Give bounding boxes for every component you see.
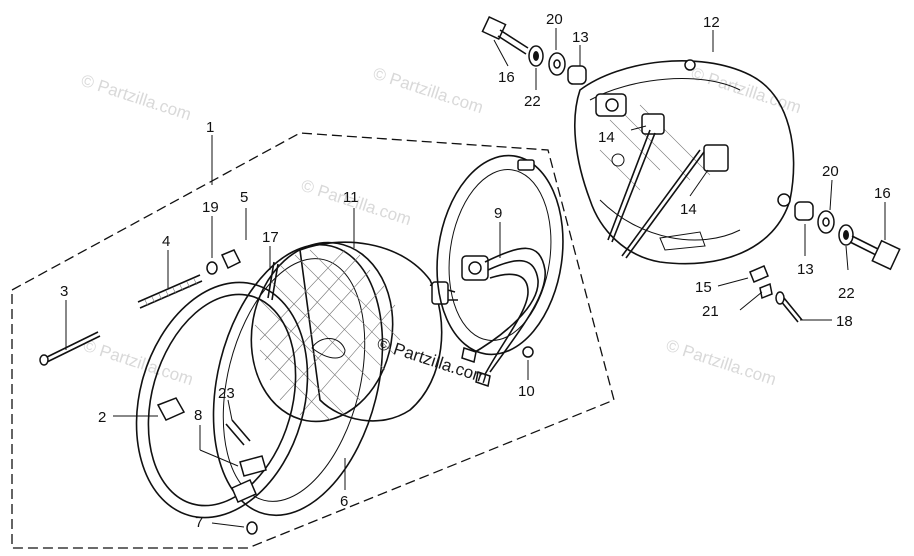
callout-10: 10 [518, 383, 535, 400]
rim-ring-6 [212, 243, 384, 517]
watermark: © Partzilla.com [664, 336, 779, 389]
callout-23: 23 [218, 385, 235, 402]
mounting-ring-9 [436, 154, 564, 358]
callout-18: 18 [836, 313, 853, 330]
callout-17: 17 [262, 229, 279, 246]
watermark: © Partzilla.com [371, 64, 486, 117]
watermark: © Partzilla.com [79, 71, 194, 124]
callout-14-lower: 14 [680, 201, 697, 218]
callout-22-upper: 22 [524, 93, 541, 110]
callout-16-upper: 16 [498, 69, 515, 86]
headlight-case [574, 59, 795, 265]
small-parts-right [749, 265, 803, 323]
callout-1: 1 [206, 119, 214, 136]
callout-11: 11 [343, 189, 359, 206]
callout-14-upper: 14 [598, 129, 615, 146]
callout-labels: 1 2 3 4 5 6 7 8 9 10 11 12 13 13 14 14 1… [60, 11, 891, 531]
watermark: © Partzilla.com [689, 64, 804, 117]
callout-8: 8 [194, 407, 202, 424]
callout-15: 15 [695, 279, 712, 296]
left-hardware [39, 249, 279, 535]
callout-19: 19 [202, 199, 219, 216]
callout-12: 12 [703, 14, 720, 31]
callout-13-upper: 13 [572, 29, 589, 46]
side-mount-hardware [794, 201, 901, 271]
callout-20-side: 20 [822, 163, 839, 180]
socket-wires [461, 247, 546, 387]
callout-2: 2 [98, 409, 106, 426]
callout-22-side: 22 [838, 285, 855, 302]
callout-4: 4 [162, 233, 170, 250]
callout-16-side: 16 [874, 185, 891, 202]
callout-3: 3 [60, 283, 68, 300]
callout-9: 9 [494, 205, 502, 222]
callout-7: 7 [195, 514, 203, 531]
callout-21: 21 [702, 303, 719, 320]
callout-13-side: 13 [797, 261, 814, 278]
callout-20-upper: 20 [546, 11, 563, 28]
watermark: © Partzilla.com [81, 336, 196, 389]
upper-mount-hardware [481, 15, 587, 85]
callout-5: 5 [240, 189, 248, 206]
front-rim-ring-2 [135, 281, 309, 519]
callout-6: 6 [340, 493, 348, 510]
sealed-beam-lens [250, 241, 458, 423]
leader-lines [65, 28, 886, 528]
case-wire-leads [607, 129, 705, 259]
